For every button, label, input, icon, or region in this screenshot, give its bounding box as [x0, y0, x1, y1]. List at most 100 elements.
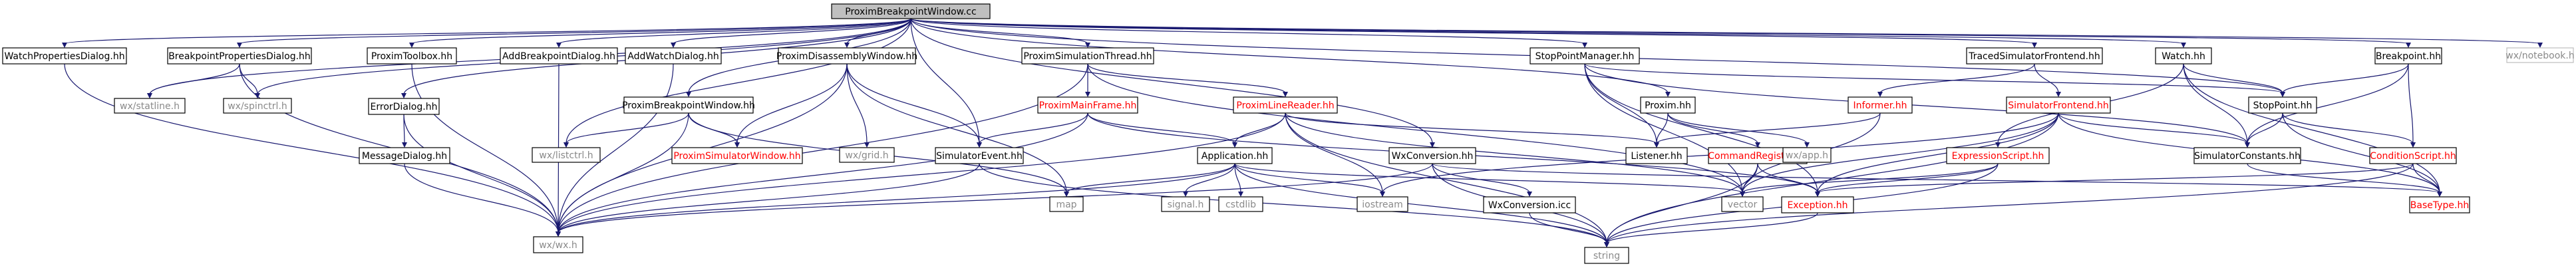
node-proximtoolbox-hh[interactable]: ProximToolbox.hh: [367, 47, 457, 65]
node-basetype-hh[interactable]: BaseType.hh: [2409, 196, 2470, 213]
node-wxconversion-icc[interactable]: WxConversion.icc: [1483, 196, 1576, 213]
edge-arrowhead-root-to-notebook: [2537, 43, 2543, 48]
edge-arrowhead-linereader-to-application: [1232, 142, 1237, 148]
node-box: [1049, 196, 1084, 212]
edge-exprscript-to-vector: [1742, 163, 1999, 194]
node-application-hh[interactable]: Application.hh: [1197, 147, 1273, 164]
edge-arrowhead-breakpoint-to-stoppoint: [2280, 92, 2285, 97]
node-breakpointpropertiesdialog-hh[interactable]: BreakpointPropertiesDialog.hh: [167, 47, 312, 65]
node-watchpropertiesdialog-hh[interactable]: WatchPropertiesDialog.hh: [2, 47, 127, 65]
node-tracedsimulatorfrontend-hh[interactable]: TracedSimulatorFrontend.hh: [1966, 47, 2103, 65]
node-label: wx/wx.h: [539, 240, 577, 251]
edge-proxim-to-listener: [1656, 112, 1669, 144]
edge-arrowhead-root-to-bpprops: [237, 43, 242, 48]
node-addbreakpointdialog-hh[interactable]: AddBreakpointDialog.hh: [500, 47, 618, 65]
edge-root-to-addwatch: [673, 18, 911, 45]
edge-application-to-wxwx: [558, 163, 1235, 233]
edge-condscript-to-exception: [1817, 163, 2414, 194]
node-label: BaseType.hh: [2410, 200, 2469, 211]
node-proximdisassemblywindow-hh[interactable]: ProximDisassemblyWindow.hh: [776, 47, 917, 65]
edge-arrowhead-root-to-addwatch: [671, 43, 676, 48]
node-proximlinereader-hh[interactable]: ProximLineReader.hh: [1233, 96, 1338, 114]
edge-arrowhead-pbpw-to-listctrl: [564, 142, 569, 148]
edge-arrowhead-root-to-errordlg: [401, 93, 406, 98]
node-label: Listener.hh: [1631, 151, 1682, 162]
edge-simfront-to-simconst: [2058, 112, 2248, 144]
edge-simfront-to-string: [1606, 112, 2059, 244]
node-box: [935, 147, 1024, 164]
node-label: ProximBreakpointWindow.hh: [622, 100, 755, 111]
edge-root-to-spmgr: [910, 18, 1585, 45]
node-messagedialog-hh[interactable]: MessageDialog.hh: [359, 147, 450, 164]
node-label: ProximSimulatorWindow.hh: [673, 151, 800, 162]
edge-disasm-to-psimwin: [736, 63, 848, 144]
node-box: [359, 147, 450, 164]
node-informer-hh[interactable]: Informer.hh: [1848, 96, 1913, 114]
node-proximsimulationthread-hh[interactable]: ProximSimulationThread.hh: [1021, 47, 1154, 65]
node-label: AddBreakpointDialog.hh: [502, 51, 615, 62]
node-wx-spinctrl-h: wx/spinctrl.h: [223, 98, 292, 114]
edge-stoppoint-to-condscript: [2282, 112, 2414, 144]
node-label: StopPoint.hh: [2253, 100, 2313, 111]
edge-simevent-to-string: [979, 163, 1607, 244]
node-exception-hh[interactable]: Exception.hh: [1781, 196, 1854, 213]
edge-root-to-simevent: [910, 18, 980, 144]
node-box: [2193, 147, 2301, 164]
edge-disasm-to-grid: [846, 63, 868, 144]
node-box: [671, 147, 803, 164]
node-label: WxConversion.hh: [1392, 151, 1474, 162]
edge-wxconvicc-to-string: [1529, 212, 1607, 244]
node-box: [367, 47, 457, 65]
edge-arrowhead-root-to-watch: [2181, 43, 2186, 48]
node-simulatorconstants-hh[interactable]: SimulatorConstants.hh: [2193, 147, 2301, 164]
node-wx-notebook-h: wx/notebook.h: [2505, 47, 2575, 63]
node-label: ProximDisassemblyWindow.hh: [776, 51, 917, 62]
node-box: [1197, 147, 1273, 164]
edge-arrowhead-disasm-to-grid: [864, 142, 870, 148]
node-proximmainframe-hh[interactable]: ProximMainFrame.hh: [1037, 96, 1138, 114]
edge-watchprops-to-wxwx: [64, 63, 559, 233]
node-errordialog-hh[interactable]: ErrorDialog.hh: [368, 98, 440, 115]
edge-tracedsim-to-simfront: [2034, 63, 2059, 94]
edge-condscript-to-string: [1606, 163, 2414, 244]
node-label: signal.h: [1168, 200, 1204, 210]
node-proxim-hh[interactable]: Proxim.hh: [1640, 96, 1696, 114]
edge-mainframe-to-simevent: [979, 112, 1088, 144]
edge-exprscript-to-exception: [1817, 163, 1999, 194]
node-expressionscript-hh[interactable]: ExpressionScript.hh: [1946, 147, 2050, 164]
edge-proxim-to-wxapp: [1667, 112, 1808, 144]
node-label: ExpressionScript.hh: [1952, 151, 2044, 162]
node-breakpoint-hh[interactable]: Breakpoint.hh: [2374, 47, 2442, 65]
edge-root-to-toolbox: [411, 18, 911, 45]
node-label: ErrorDialog.hh: [371, 102, 438, 112]
node-simulatorevent-hh[interactable]: SimulatorEvent.hh: [935, 147, 1024, 164]
node-proximsimulatorwindow-hh[interactable]: ProximSimulatorWindow.hh: [671, 147, 803, 164]
node-addwatchdialog-hh[interactable]: AddWatchDialog.hh: [625, 47, 722, 65]
node-wx-statline-h: wx/statline.h: [114, 98, 186, 114]
edge-arrowhead-root-to-proxim: [1665, 92, 1671, 97]
node-proximbreakpointwindow-hh[interactable]: ProximBreakpointWindow.hh: [622, 96, 755, 114]
node-iostream: iostream: [1357, 196, 1408, 212]
node-box: [1946, 147, 2050, 164]
edge-arrowhead-stoppoint-to-condscript: [2410, 142, 2416, 148]
node-conditionscript-hh[interactable]: ConditionScript.hh: [2369, 147, 2457, 164]
edge-arrowhead-root-to-wxconv: [1430, 142, 1435, 148]
edge-spmgr-to-vector: [1584, 63, 1743, 194]
node-box: [1721, 196, 1764, 212]
node-label: SimulatorEvent.hh: [936, 151, 1023, 162]
edge-watch-to-simconst: [2183, 63, 2248, 144]
node-label: wx/spinctrl.h: [228, 101, 287, 112]
node-wxconversion-hh[interactable]: WxConversion.hh: [1388, 147, 1476, 164]
node-listener-hh[interactable]: Listener.hh: [1625, 147, 1688, 164]
node-box: [623, 96, 754, 114]
node-watch-hh[interactable]: Watch.hh: [2155, 47, 2212, 65]
edge-root-to-listctrl: [565, 18, 911, 144]
node-box: [223, 98, 292, 114]
node-stoppoint-hh[interactable]: StopPoint.hh: [2248, 96, 2317, 114]
node-box: [114, 98, 186, 114]
node-stoppointmanager-hh[interactable]: StopPointManager.hh: [1530, 47, 1640, 65]
edge-root-to-breakpoint: [910, 18, 2409, 45]
node-label: ProximLineReader.hh: [1236, 100, 1334, 111]
edge-arrowhead-simthread-to-linereader: [1283, 92, 1288, 97]
node-simulatorfrontend-hh[interactable]: SimulatorFrontend.hh: [2006, 96, 2111, 114]
